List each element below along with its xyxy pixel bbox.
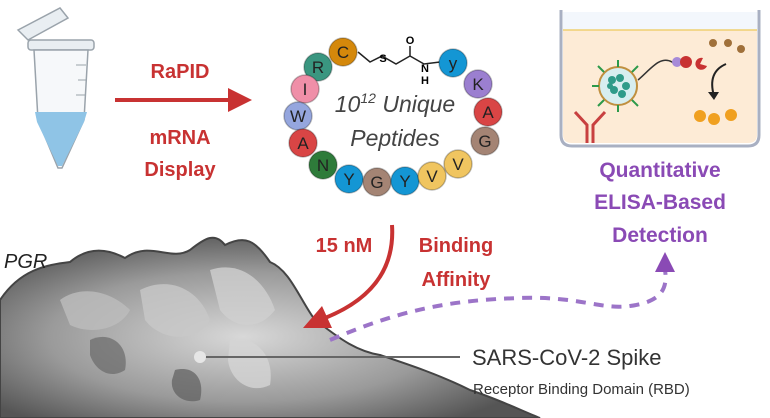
oxygen-atom: O (406, 35, 415, 47)
amino-acid-bead: C (328, 37, 358, 67)
bead-letter: A (482, 103, 494, 122)
bead-letter: A (297, 134, 309, 153)
target-title: SARS-CoV-2 Spike (472, 345, 662, 370)
display-label: Display (144, 159, 216, 181)
amino-acid-bead: A (473, 97, 503, 127)
detection-line3: Detection (612, 224, 708, 247)
amino-acid-bead: Y (334, 164, 364, 194)
bead-letter: Y (343, 170, 354, 189)
amino-acid-bead: K (463, 69, 493, 99)
amino-acid-bead: N (308, 150, 338, 180)
target-subtitle: Receptor Binding Domain (RBD) (473, 381, 690, 398)
bead-circle (473, 97, 503, 127)
rapid-label: RaPID (151, 61, 210, 83)
sulfur-atom: S (379, 53, 386, 65)
bead-circle (362, 167, 392, 197)
binding-arrow (303, 224, 395, 328)
library-size-line2: Peptides (350, 125, 440, 151)
rbd-callout (194, 351, 460, 363)
bead-circle (438, 48, 468, 78)
library-size-line1: 1012 Unique (335, 90, 455, 117)
microcentrifuge-tube-icon (16, 7, 95, 169)
amino-acid-bead: W (283, 101, 313, 131)
bead-letter: K (472, 75, 484, 94)
bead-letter: V (452, 155, 464, 174)
bead-circle (417, 161, 447, 191)
bead-circle (470, 126, 500, 156)
bead-letter: W (290, 107, 306, 126)
mrna-label: mRNA (149, 127, 210, 149)
rbd-protein-surface (0, 236, 541, 418)
bead-letter: C (337, 43, 349, 62)
detection-line2: ELISA-Based (594, 191, 726, 214)
rapid-arrow (115, 88, 252, 112)
amino-acid-bead: R (303, 52, 333, 82)
bead-letter: I (303, 80, 308, 99)
bead-circle (308, 150, 338, 180)
bead-circle (463, 69, 493, 99)
bead-circle (328, 37, 358, 67)
amino-acid-bead: y (438, 48, 468, 78)
nitrogen-atom: N (421, 63, 429, 75)
bead-letter: G (370, 173, 383, 192)
affinity-value: 15 nM (316, 235, 373, 257)
elisa-well-illustration (559, 10, 761, 148)
amino-acid-bead: V (417, 161, 447, 191)
hydrogen-atom: H (421, 75, 429, 87)
detection-dashed-arrow (329, 252, 675, 342)
bead-circle (290, 74, 320, 104)
bead-letter: Y (399, 172, 410, 191)
amino-acid-bead: V (443, 149, 473, 179)
bead-letter: R (312, 58, 324, 77)
detection-line1: Quantitative (599, 159, 720, 182)
amino-acid-bead: G (362, 167, 392, 197)
bead-letter: V (426, 167, 438, 186)
affinity-line1: Binding (419, 235, 493, 257)
affinity-line2: Affinity (422, 269, 492, 291)
bead-circle (303, 52, 333, 82)
bead-circle (443, 149, 473, 179)
bead-circle (334, 164, 364, 194)
bead-letter: N (317, 156, 329, 175)
amino-acid-bead: G (470, 126, 500, 156)
bead-circle (288, 128, 318, 158)
amino-acid-bead: A (288, 128, 318, 158)
bead-letter: G (478, 132, 491, 151)
amino-acid-bead: Y (390, 166, 420, 196)
bead-letter: y (449, 54, 458, 73)
pgr-logo: PGR (4, 251, 47, 273)
amino-acid-bead: I (290, 74, 320, 104)
